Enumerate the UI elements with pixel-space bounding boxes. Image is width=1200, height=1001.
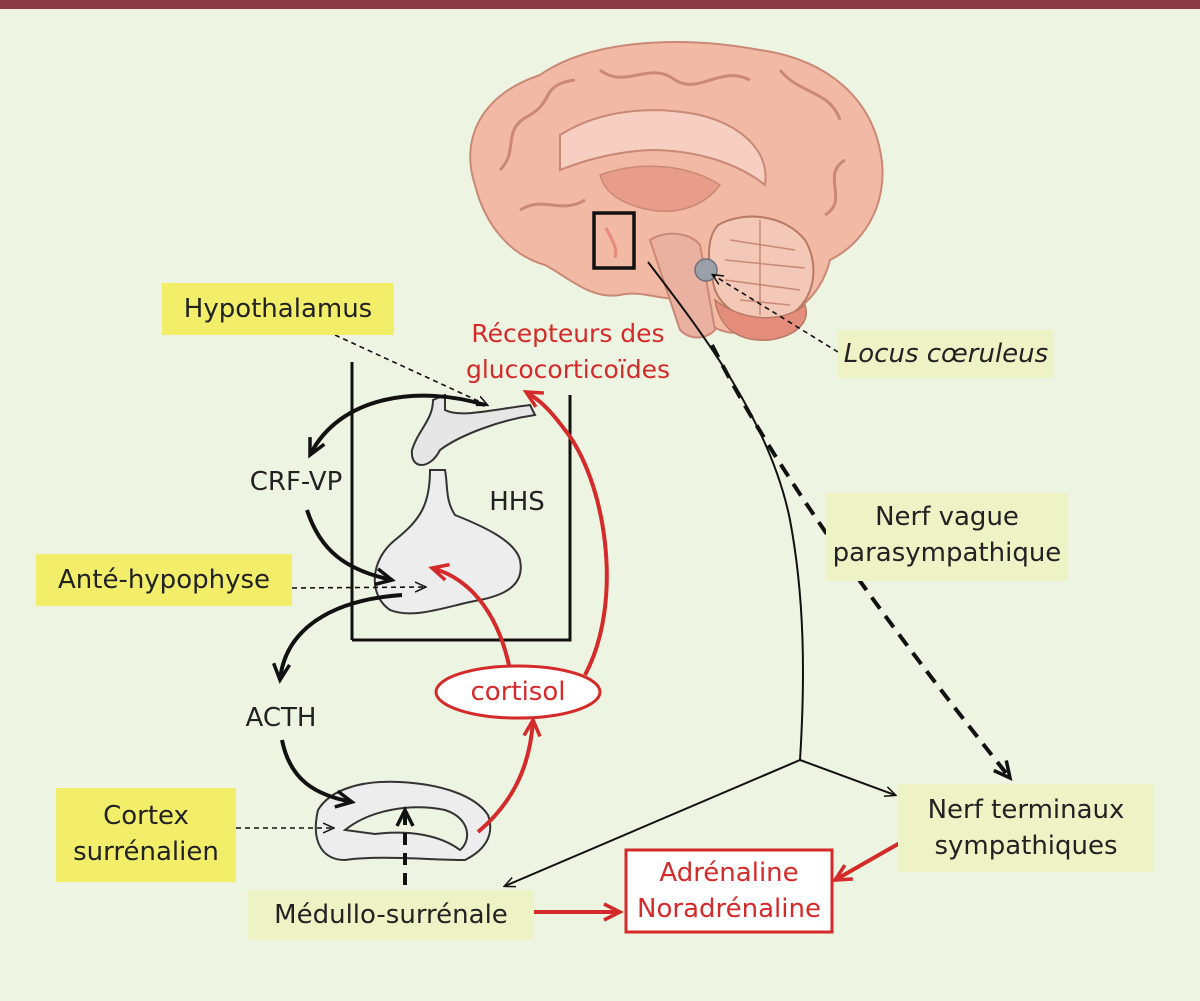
sympathetic-branch-left [505, 759, 801, 886]
label-cortex-surrenalien: Cortex surrénalien [56, 788, 236, 882]
cortisol-ellipse [434, 664, 602, 720]
arrow-crf-to-antehypophyse [305, 509, 396, 587]
label-cortisol: cortisol [470, 677, 566, 707]
label-hhs: HHS [489, 487, 545, 517]
arrow-acth-to-cortex [280, 739, 356, 809]
locus-coeruleus-spot [694, 258, 718, 282]
label-locus-coeruleus: Locus cœruleus [838, 330, 1054, 378]
pointer-locus [713, 275, 839, 353]
pointer-hypothalamus [334, 334, 487, 405]
hhs-frame [350, 362, 572, 642]
arrow-antehypophyse-to-acth [272, 593, 403, 684]
arrow-cortex-to-cortisol [476, 716, 542, 834]
label-adrenaline: Adrénaline Noradrénaline [637, 858, 821, 924]
label-recepteurs: Récepteurs des glucocorticoïdes [465, 319, 671, 384]
brain-illustration [469, 41, 884, 341]
label-ante-hypophyse: Anté-hypophyse [36, 554, 292, 606]
label-nerf-vague: Nerf vague parasympathique [826, 493, 1068, 581]
arrow-terminaux-to-adrenaline [831, 838, 906, 882]
adrenaline-box [624, 848, 834, 934]
pointer-antehypophyse [291, 587, 425, 588]
arrow-cortisol-to-antehypophyse [428, 562, 512, 671]
label-crf-vp: CRF-VP [249, 467, 343, 497]
arrow-hypothalamus-to-crf [308, 393, 486, 459]
label-medullo-surrenale: Médullo-surrénale [248, 890, 534, 940]
label-acth: ACTH [245, 703, 317, 733]
label-hypothalamus: Hypothalamus [162, 283, 394, 335]
top-border-bar [0, 0, 1200, 9]
pituitary-illustration [373, 393, 537, 615]
arrow-cortisol-to-receptors [522, 390, 609, 676]
sympathetic-nerve-line [647, 261, 804, 761]
label-nerf-terminaux: Nerf terminaux sympathiques [898, 784, 1154, 872]
adrenal-illustration [314, 780, 492, 862]
sympathetic-branch-right [799, 759, 895, 795]
hypothalamus-box [592, 211, 636, 270]
